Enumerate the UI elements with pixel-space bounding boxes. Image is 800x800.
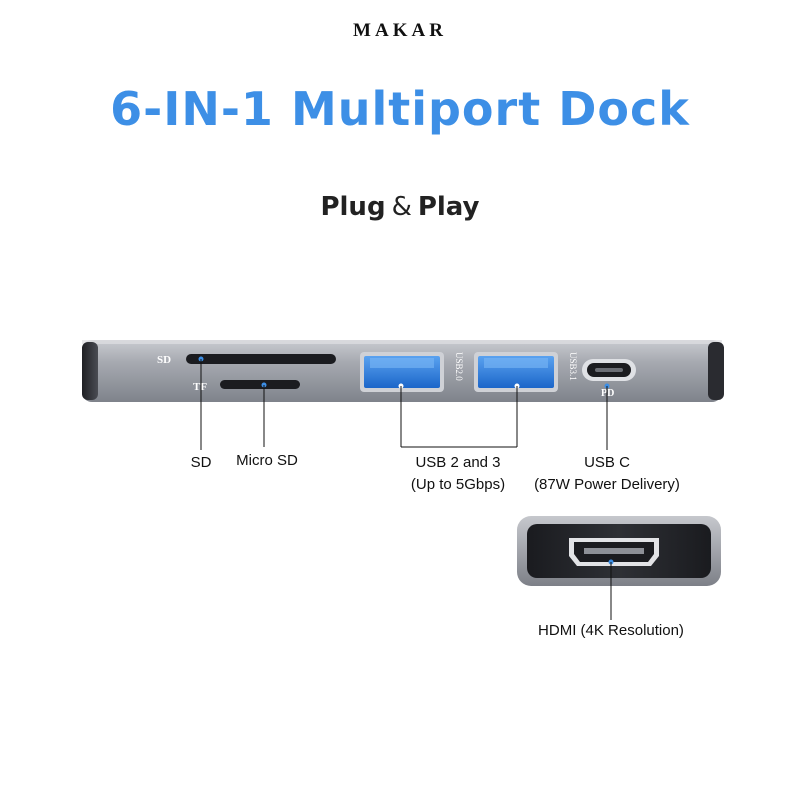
- subtitle-plug: Plug: [320, 192, 386, 222]
- callout-usbc-line1: USB C: [584, 454, 630, 471]
- callout-usb-line2: (Up to 5Gbps): [410, 476, 506, 493]
- callout-usb-line1: USB 2 and 3: [415, 454, 501, 471]
- hdmi-side-illustration: [517, 516, 721, 620]
- callout-sd: SD: [190, 454, 212, 471]
- usb-a-1-marking: USB2.0: [454, 352, 464, 381]
- dock-illustration: SD TF USB2.0 USB3.1 PD: [82, 340, 724, 410]
- sd-slot: [186, 354, 336, 364]
- callout-lines: [200, 410, 608, 450]
- usb-a-2-marking: USB3.1: [568, 352, 578, 381]
- dock-right-cap: [708, 342, 724, 400]
- subtitle-play: Play: [417, 192, 480, 222]
- dock-left-cap: [82, 342, 98, 400]
- callout-usb: USB 2 and 3 (Up to 5Gbps): [388, 452, 528, 496]
- tf-marking: TF: [193, 381, 207, 393]
- subtitle: Plug&Play: [0, 192, 800, 222]
- sd-marking: SD: [157, 354, 171, 366]
- brand-logo: MAKAR: [353, 20, 447, 41]
- callout-hdmi: HDMI (4K Resolution): [538, 622, 684, 639]
- pd-marking: PD: [601, 388, 614, 399]
- subtitle-ampersand: &: [391, 192, 412, 222]
- tf-slot: [220, 380, 300, 389]
- callout-usbc: USB C (87W Power Delivery): [522, 452, 692, 496]
- page-title: 6-IN-1 Multiport Dock: [110, 82, 690, 136]
- callout-micro-sd: Micro SD: [236, 452, 298, 469]
- callout-usbc-line2: (87W Power Delivery): [534, 476, 680, 493]
